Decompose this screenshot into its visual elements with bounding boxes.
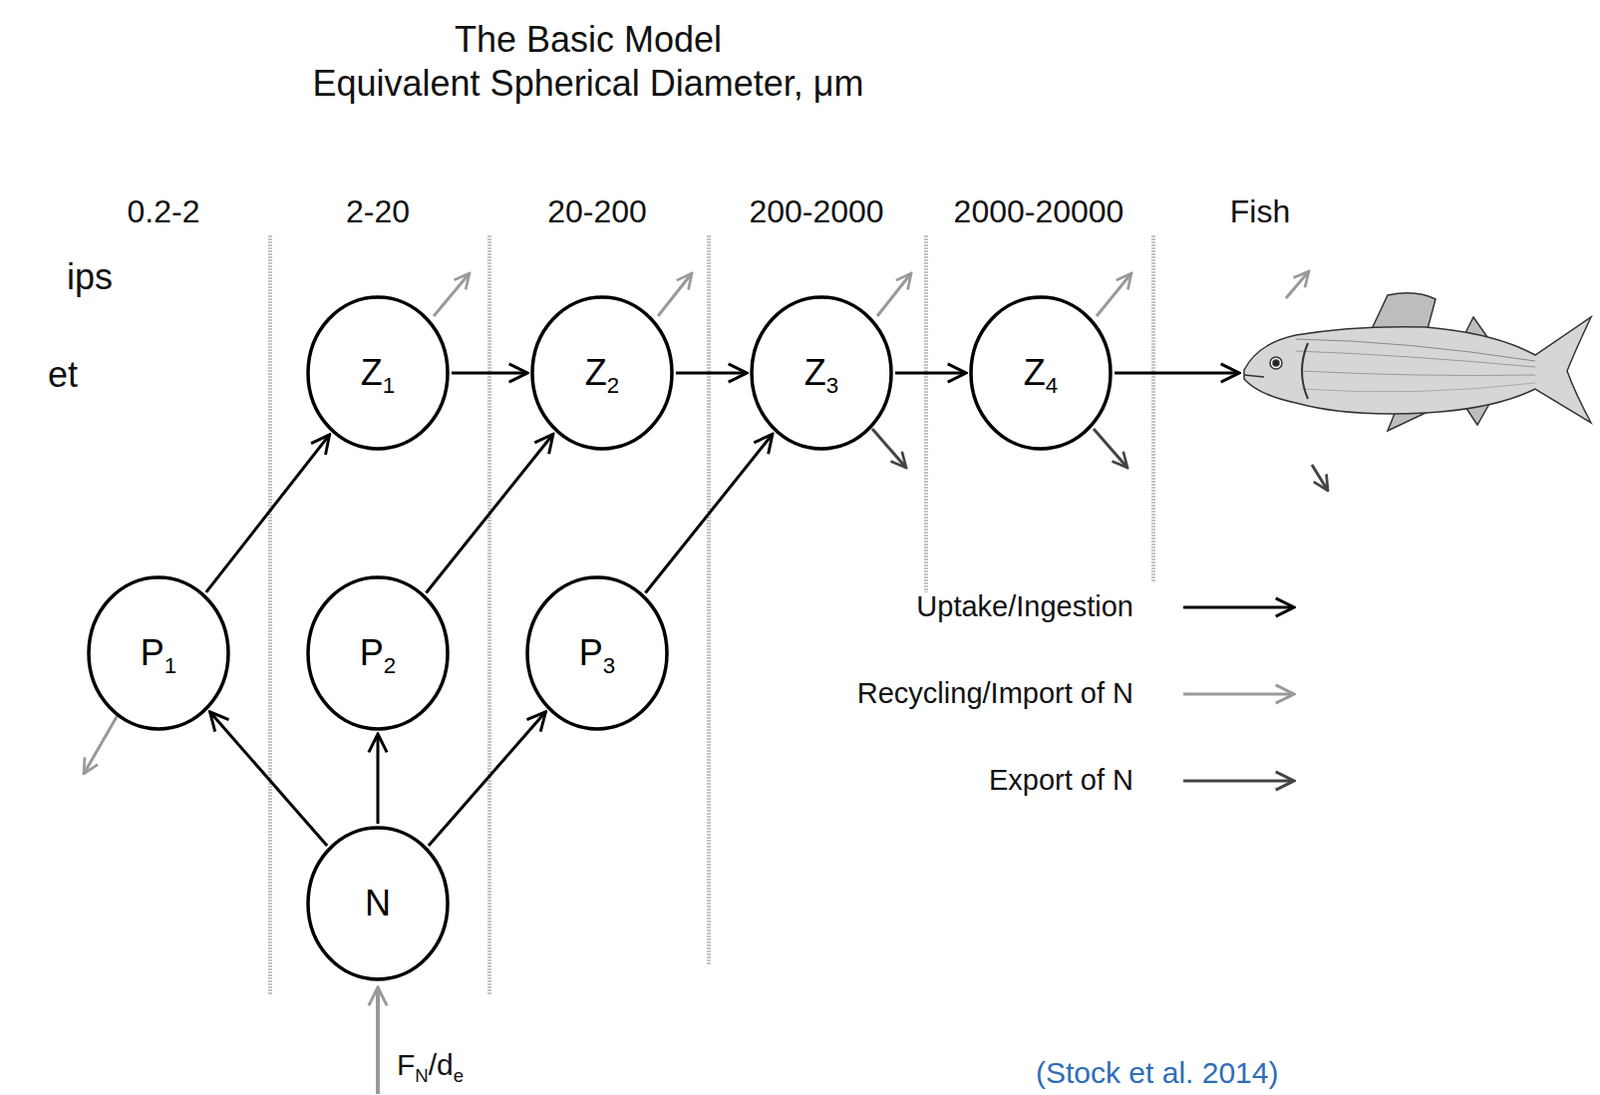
compartment-label: Z3 (804, 354, 839, 391)
circle-shape (970, 297, 1111, 449)
uptake-arrow (451, 371, 528, 375)
circle-shape (532, 297, 672, 449)
size-class-header: Fish (1230, 193, 1290, 231)
compartment-circle: Z1 (306, 295, 450, 451)
compartment-circle: Z3 (749, 295, 894, 451)
circle-shape (527, 577, 667, 729)
uptake-arrow (644, 433, 773, 593)
export-arrow (872, 428, 1328, 491)
legend-text: Export of N (988, 763, 1134, 797)
compartment-circle: P2 (306, 575, 450, 731)
diagram-title: The Basic Model (454, 18, 722, 60)
size-class-header: 0.2-2 (127, 193, 201, 231)
column-separator (270, 235, 1154, 995)
compartment-label: Z4 (1023, 354, 1058, 391)
uptake-arrow (425, 433, 554, 593)
fish-illustration (1244, 293, 1592, 431)
recycling-arrow (83, 271, 1309, 1094)
circle-shape (751, 297, 892, 449)
compartment-circle: Z2 (530, 295, 674, 451)
uptake-arrow (210, 711, 328, 846)
circle-shape (308, 827, 448, 979)
compartment-label: P1 (140, 635, 177, 671)
compartment-label: N (364, 885, 391, 922)
slide-text-fragment: et (47, 353, 78, 395)
uptake-arrow (675, 371, 747, 375)
slide-text-fragment: ips (66, 256, 113, 298)
compartment-circle: Z4 (968, 295, 1113, 451)
uptake-arrow (206, 434, 330, 593)
legend-text: Uptake/Ingestion (916, 590, 1134, 624)
uptake-arrow (895, 371, 966, 375)
circle-shape (308, 297, 448, 449)
citation: (Stock et al. 2014) (1035, 1055, 1279, 1091)
compartment-label: P3 (579, 635, 616, 671)
compartment-circle: P1 (86, 575, 231, 731)
compartment-circle: N (306, 825, 450, 981)
axis-title: Equivalent Spherical Diameter, μm (313, 62, 865, 104)
legend-sample-arrow (1183, 607, 1294, 781)
uptake-arrow (376, 733, 380, 824)
legend-text: Recycling/Import of N (857, 676, 1134, 710)
size-class-header: 200-2000 (748, 193, 884, 231)
uptake-arrow (428, 711, 547, 846)
ingestion-arrow (1114, 371, 1240, 375)
size-class-header: 20-200 (547, 193, 647, 231)
circle-shape (88, 577, 229, 729)
compartment-label: Z1 (360, 354, 395, 391)
size-class-header: 2-20 (345, 193, 410, 231)
size-class-header: 2000-20000 (954, 193, 1125, 231)
compartment-circle: P3 (525, 575, 669, 731)
compartment-label: Z2 (585, 354, 620, 391)
flux-label: FN/de (396, 1047, 464, 1083)
compartment-label: P2 (359, 635, 396, 671)
circle-shape (308, 577, 448, 729)
